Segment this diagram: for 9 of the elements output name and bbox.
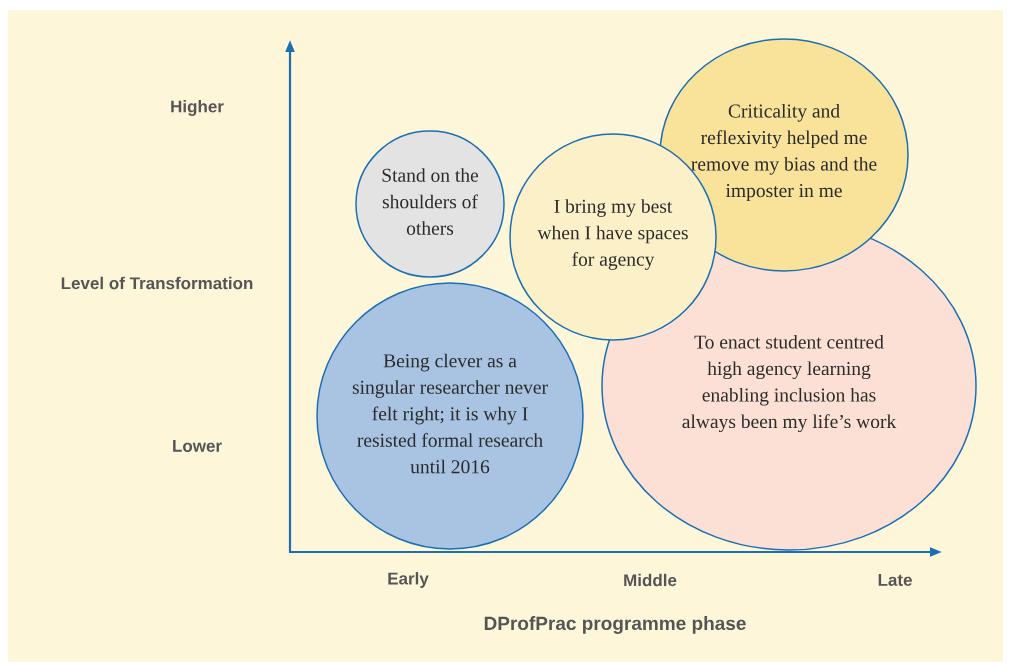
bubble: Stand on the shoulders of others [355, 130, 505, 278]
bubble: Being clever as a singular researcher never felt right; it is why I resisted formal research until 2016 [316, 282, 584, 550]
axis-label: Lower [173, 440, 222, 452]
axis-label: Higher [171, 100, 224, 116]
axis-label: Late [878, 574, 912, 586]
axis-title: DProfPrac programme phase [484, 616, 746, 634]
axis-label: Middle [624, 573, 677, 587]
axis-label: Early [388, 572, 429, 588]
axis-label: Level of Transformation [61, 276, 253, 290]
